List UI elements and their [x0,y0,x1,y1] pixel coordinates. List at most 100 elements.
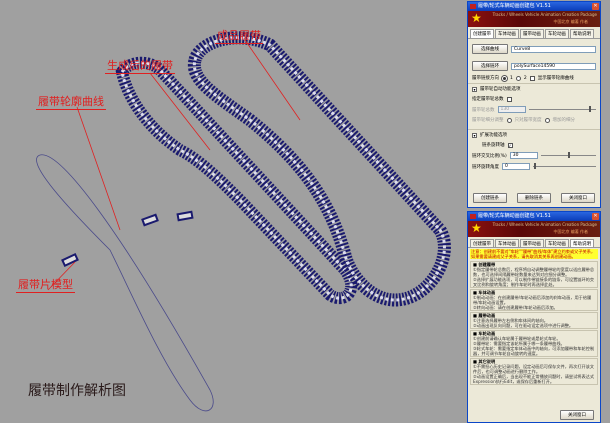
banner: ★ Tracks / Wheels Vehicle Animation Creat… [468,11,600,27]
app-icon [470,214,476,219]
help-line: ①指定履带轮总数后，程序将自动调整履带轮的宽度以适应履带总数，也可选择间隔履带轮… [473,267,595,277]
close-icon[interactable]: ✕ [592,213,599,220]
label-track-curve: 履带轮廓曲线 [36,95,106,110]
curve-field[interactable]: Curve8 [511,45,596,53]
specify-count-label: 指定履带轮总数 [472,97,504,102]
banner-subtext: 中国北京 编著 作者 [553,229,588,234]
tab-wheel-anim[interactable]: 车轮动画 [545,29,569,38]
tab-help[interactable]: 帮助说明 [570,239,594,247]
diagram-caption: 履带制作解析图 [28,383,126,399]
help-dialog: 履带/轮式车辆动画创建包 V1.51 ✕ ★ Tracks / Wheels Veh… [467,211,601,423]
auto-section-title: 履带轮自动功能选项 [480,87,521,92]
help-line: ①创建前请确认车轮属于履带轮或是轮式车轮。 [473,336,561,341]
show-curve-checkbox[interactable] [529,75,535,81]
track-curve [36,154,214,412]
help-section-title: ■ 创建履带 [473,262,496,267]
help-line: ①不需担心历史记录问题，设定动画后可保存文件，再次打开该文件后，也可调整动画进行… [473,364,595,374]
banner-text: Tracks / Wheels Vehicle Animation Creati… [492,222,597,227]
help-line: ②动画出现反向问题，可在驱动设定选项中进行调整。 [473,323,574,328]
label-finished-track: 成品履带 [215,29,263,44]
track-piece-models [61,210,194,268]
finished-track [187,31,451,307]
collapse-arrow-icon[interactable]: ▾ [472,132,477,138]
window-title: 履带/轮式车辆动画创建包 V1.51 [478,3,551,9]
cross-ratio-label: 链环交叉比例(%) [472,153,507,159]
ext-section-title: 扩展功能选项 [480,133,507,138]
label-generated-track: 生成后的履带 [105,59,175,74]
star-icon: ★ [471,221,482,235]
title-bar[interactable]: 履带/轮式车辆动画创建包 V1.51 ✕ [468,2,600,11]
rotate-angle-slider[interactable] [533,163,596,169]
cross-ratio-slider[interactable] [540,152,596,158]
close-window-button[interactable]: 关闭窗口 [561,193,595,203]
count-field[interactable]: 130 [497,106,526,113]
scene-wireframe [36,31,451,412]
help-line: ②选择扩展功能选项，可以制作带链接条的链条，可设置链环的交叉比例和旋转角度；制作… [473,277,595,287]
banner-text: Tracks / Wheels Vehicle Animation Creati… [492,12,597,17]
subdiv-label: 履带轮细分调整 [472,118,504,123]
select-link-button[interactable]: 选择链环 [472,61,508,71]
tab-track-anim[interactable]: 履带动画 [520,239,544,247]
rotate-axis-label: 链条旋转轴 [482,143,505,148]
rotate-angle-label: 链环旋转角度 [472,164,499,170]
create-chain-button[interactable]: 创建链条 [473,193,507,203]
tab-bar: 创建履带 车体动画 履带动画 车轮动画 帮助说明 [468,27,600,39]
select-curve-button[interactable]: 选择曲线 [472,44,508,54]
help-section-title: ■ 履带动画 [473,313,496,318]
label-track-piece: 履带片模型 [16,278,75,293]
help-section-title: ■ 车轮动画 [473,331,496,336]
tab-create-track[interactable]: 创建履带 [470,29,494,38]
direction-radio-1[interactable] [501,74,508,82]
direction-option-1: 1 [510,75,513,81]
annotation-lines [47,39,301,291]
count-slider[interactable] [528,106,596,112]
main-dialog: 履带/轮式车辆动画创建包 V1.51 ✕ ★ Tracks / Wheels Veh… [467,1,601,208]
subdiv-radio-2[interactable] [544,117,550,123]
tab-help[interactable]: 帮助说明 [570,29,594,38]
title-bar[interactable]: 履带/轮式车辆动画创建包 V1.51 ✕ [468,212,600,221]
show-curve-label: 显示履带轮廓曲线 [537,76,574,81]
cross-ratio-field[interactable]: 30 [509,152,538,159]
subdiv-radio-1[interactable] [506,117,512,123]
rotate-axis-checkbox[interactable]: ✓ [507,142,513,148]
tab-create-track[interactable]: 创建履带 [470,239,494,247]
close-window-button[interactable]: 关闭窗口 [560,410,594,420]
close-icon[interactable]: ✕ [592,3,599,10]
tab-bar: 创建履带 车体动画 履带动画 车轮动画 帮助说明 [468,237,600,248]
rotate-angle-field[interactable]: 0 [502,163,530,170]
tab-wheel-anim[interactable]: 车轮动画 [545,239,569,247]
help-section-title: ■ 车体动画 [473,290,496,295]
link-field[interactable]: polySurface14590 [511,62,596,70]
direction-label: 履带链接方向 [472,76,499,81]
help-line: ③轮式车轮：需要指定车体动画中的轴向，可添加履带和车轮控制器，并可调节车轮自动旋… [473,346,595,356]
help-line: ②履带轮：需要指定该轮所属于哪一条履带曲线。 [473,341,565,346]
3d-viewport[interactable]: 成品履带 生成后的履带 履带轮廓曲线 履带片模型 履带制作解析图 [0,0,465,423]
help-note: 注意：创建前不要对"车轮""履带"曲线/车体"建立约束或父子关系，如果需要请建成… [470,249,598,259]
direction-option-2: 2 [523,75,527,81]
help-line: ②转向动画：请在创建履带/车轮动画后添加。 [473,305,558,310]
generated-track [115,56,358,305]
collapse-arrow-icon[interactable]: ▾ [472,86,477,92]
help-line: ①制动动画：在创建履带/车轮动画后添加的刹车动画，用于给履带/车轮动画设置。 [473,295,592,305]
app-icon [470,4,476,9]
help-line: ②动画设置正确后，当出现不能正常播放问题时，请尝试将表达式Expression执… [473,374,595,384]
subdiv-option-1: 只对履带宽度 [514,118,542,123]
tab-track-anim[interactable]: 履带动画 [520,29,544,38]
specify-count-checkbox[interactable] [506,96,512,102]
direction-radio-2[interactable] [515,75,521,81]
banner: ★ Tracks / Wheels Vehicle Animation Creat… [468,221,600,237]
tab-body-anim[interactable]: 车体动画 [495,29,519,38]
subdiv-option-2: 增加的细分 [552,118,576,123]
star-icon: ★ [471,11,482,25]
help-line: ①注意选择履带左右侧和车体间的轴向。 [473,318,548,323]
tab-body-anim[interactable]: 车体动画 [495,239,519,247]
banner-subtext: 中国北京 编著 作者 [553,19,588,24]
delete-chain-button[interactable]: 删除链条 [517,193,551,203]
window-title: 履带/轮式车辆动画创建包 V1.51 [478,213,551,219]
